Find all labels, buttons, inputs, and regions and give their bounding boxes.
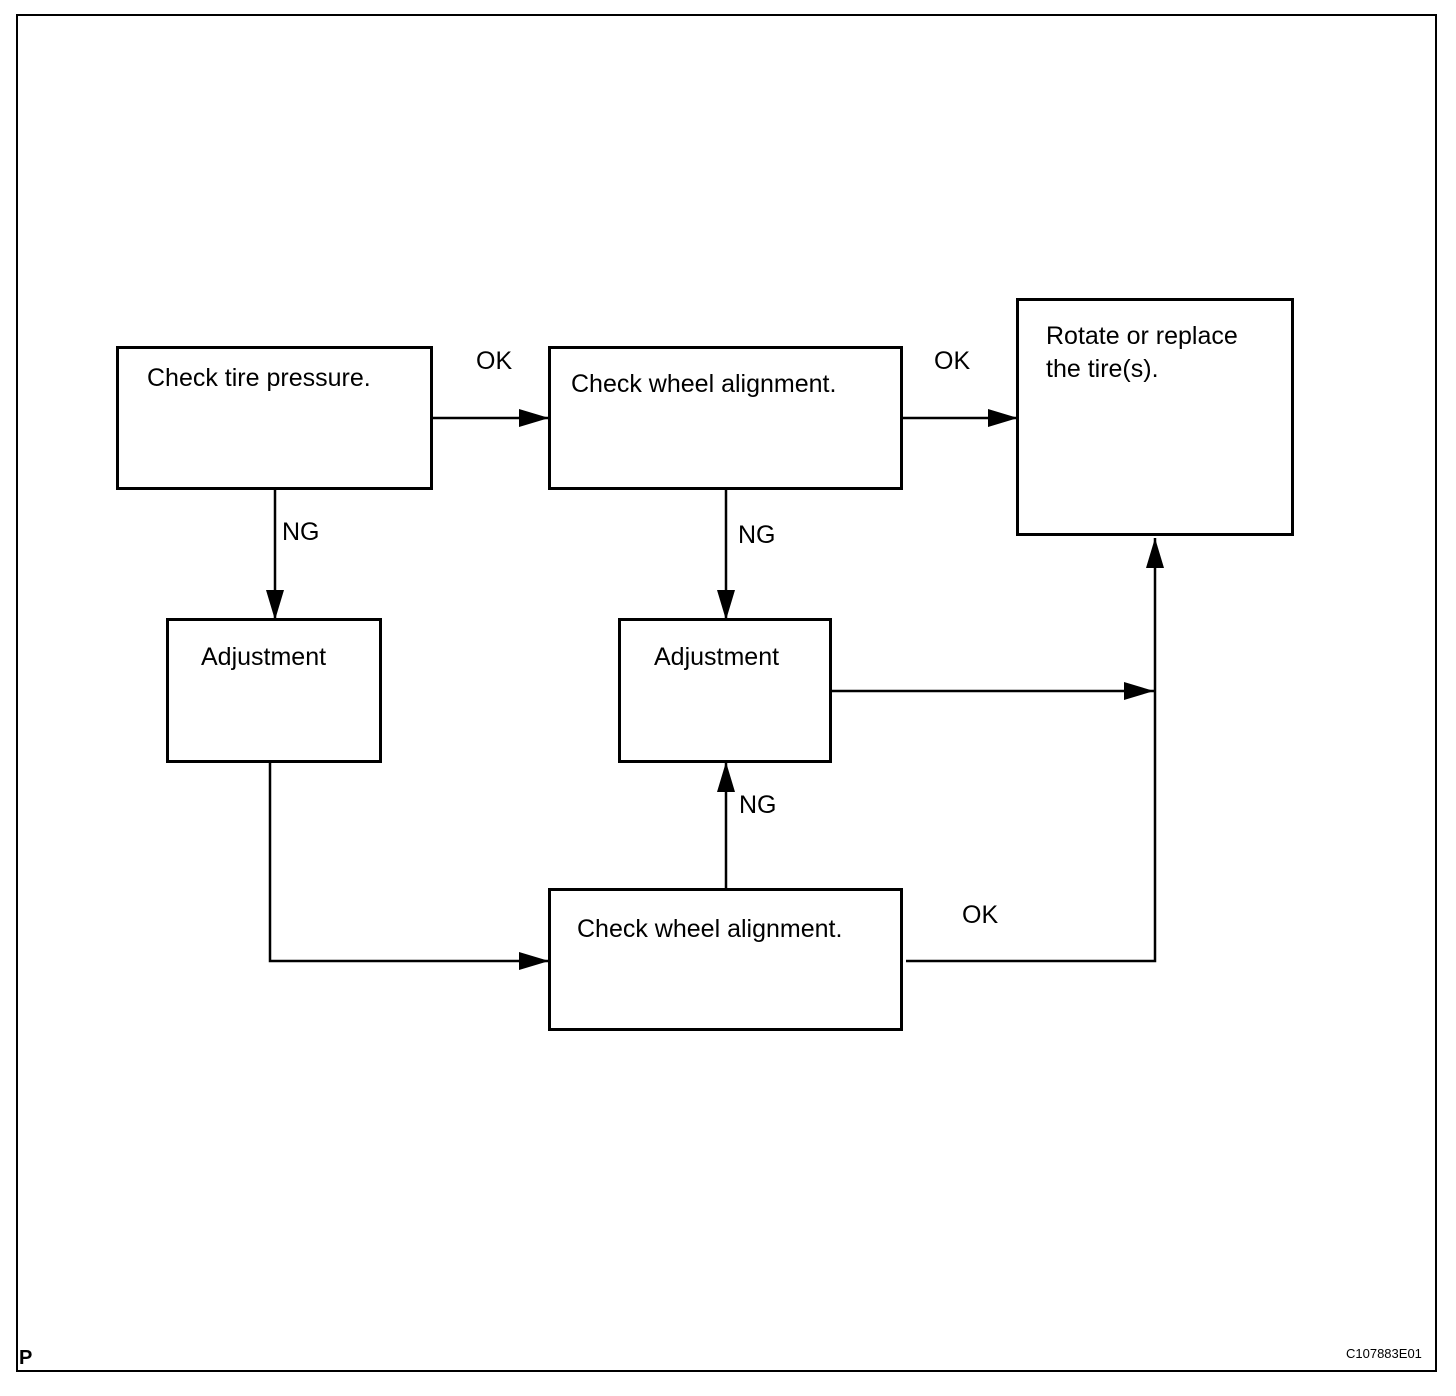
label-ok-tire: OK bbox=[476, 347, 513, 375]
label-ng-tire: NG bbox=[282, 518, 320, 546]
figure-code: C107883E01 bbox=[1346, 1346, 1422, 1361]
corner-mark: P bbox=[19, 1347, 33, 1369]
arrow-bottom-ok bbox=[906, 538, 1164, 963]
box-adjustment-mid: Adjustment bbox=[618, 618, 832, 763]
label-ng-align: NG bbox=[738, 521, 776, 549]
box-adjustment-mid-text: Adjustment bbox=[654, 643, 780, 671]
label-ok-bottom: OK bbox=[962, 901, 999, 929]
label-ok-align: OK bbox=[934, 347, 971, 375]
box-rotate-replace-text: Rotate or replace the tire(s). bbox=[1046, 322, 1238, 383]
box-check-wheel-alignment-top: Check wheel alignment. bbox=[548, 346, 903, 490]
box-adjustment-left: Adjustment bbox=[166, 618, 382, 763]
box-adjustment-left-text: Adjustment bbox=[201, 643, 327, 671]
box-check-wheel-alignment-bottom-text: Check wheel alignment. bbox=[577, 915, 843, 943]
arrow-adjustment-left-to-check bbox=[268, 762, 549, 970]
box-check-wheel-alignment-top-text: Check wheel alignment. bbox=[571, 370, 837, 398]
diagram-frame bbox=[16, 14, 1437, 1372]
label-ng-bottom: NG bbox=[739, 791, 777, 819]
box-check-tire-pressure-text: Check tire pressure. bbox=[147, 364, 371, 392]
box-check-wheel-alignment-bottom: Check wheel alignment. bbox=[548, 888, 903, 1031]
box-rotate-replace: Rotate or replace the tire(s). bbox=[1016, 298, 1294, 536]
box-check-tire-pressure: Check tire pressure. bbox=[116, 346, 433, 490]
